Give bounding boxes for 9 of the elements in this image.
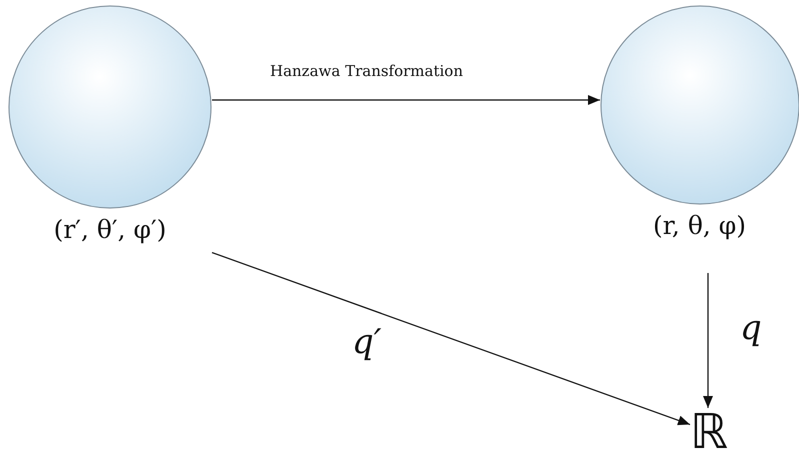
coordinate-label: (r′, θ′, φ′) [54,215,166,244]
edge-label: q′ [352,322,382,362]
edge-label: Hanzawa Transformation [270,62,463,80]
edge-label: q [740,308,762,348]
arrow [703,273,713,408]
arrow [212,95,600,105]
coordinate-label: (r, θ, φ) [652,211,746,240]
real-numbers-symbol: ℝ [690,408,728,456]
arrow [212,252,690,426]
